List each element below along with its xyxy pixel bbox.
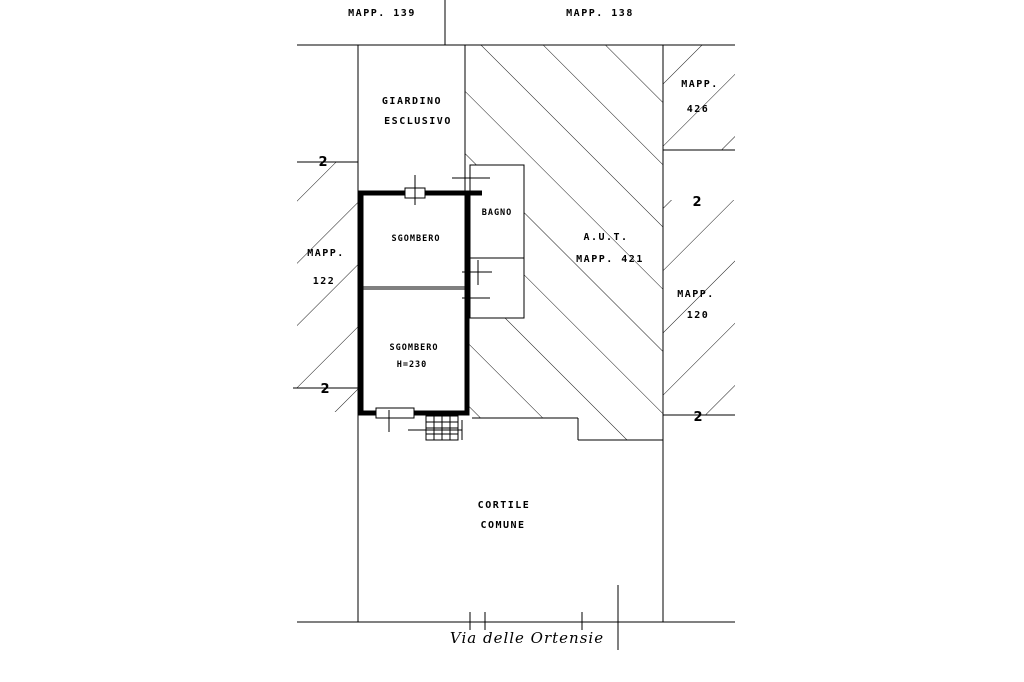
label-sgombero-height: H=230 — [397, 360, 428, 370]
label-giardino-a: GIARDINO — [382, 96, 442, 107]
level-mark-right-top: 2 — [692, 195, 701, 210]
label-cortile-a: CORTILE — [478, 500, 531, 511]
street-name: Via delle Ortensie — [450, 629, 604, 647]
hatch-mapp-122 — [297, 162, 358, 412]
boundary-lines — [293, 0, 735, 650]
label-mapp-426-a: MAPP. — [681, 79, 719, 90]
level-mark-left-top: 2 — [318, 155, 327, 170]
label-sgombero-2: SGOMBERO — [390, 343, 439, 353]
label-cortile-b: COMUNE — [480, 520, 525, 531]
building-walls — [358, 175, 490, 432]
label-mapp-139: MAPP. 139 — [348, 8, 416, 19]
entrance-steps — [408, 415, 463, 441]
hatch-mapp-120 — [663, 200, 735, 415]
label-mapp-122-b: 122 — [313, 276, 336, 287]
label-aut-a: A.U.T. — [583, 232, 628, 243]
hatch-aut-421 — [465, 45, 663, 440]
level-mark-left-bottom: 2 — [320, 382, 329, 397]
label-mapp-120-a: MAPP. — [677, 289, 715, 300]
label-sgombero-1: SGOMBERO — [392, 234, 441, 244]
bagno-annex — [452, 164, 525, 319]
label-bagno: BAGNO — [482, 208, 513, 218]
label-giardino-b: ESCLUSIVO — [384, 116, 452, 127]
label-mapp-426-b: 426 — [687, 104, 710, 115]
label-mapp-120-b: 120 — [687, 310, 710, 321]
level-mark-right-bottom: 2 — [693, 410, 702, 425]
label-mapp-122-a: MAPP. — [307, 248, 345, 259]
label-mapp-138: MAPP. 138 — [566, 8, 634, 19]
hatch-mapp-426 — [663, 45, 735, 150]
label-aut-b: MAPP. 421 — [576, 254, 644, 265]
